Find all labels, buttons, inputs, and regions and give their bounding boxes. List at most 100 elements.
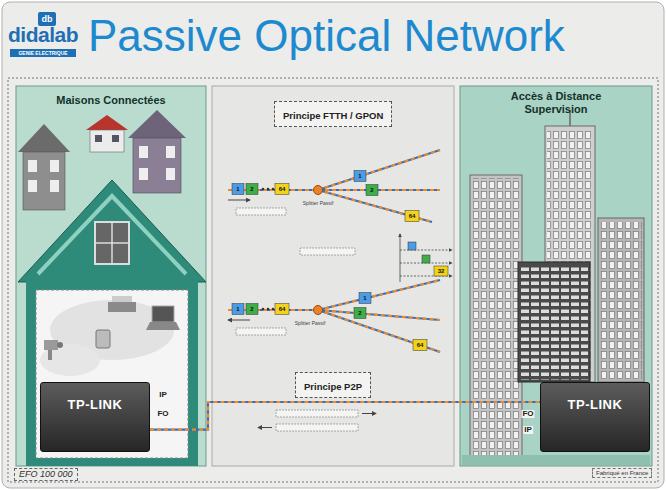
logo-tagline: GENIE ELECTRIQUE: [18, 51, 67, 56]
houses-illustration: [57, 342, 63, 348]
houses-illustration: [96, 330, 110, 348]
ftth-diagram: [246, 304, 258, 315]
ftth-diagram: [272, 188, 275, 191]
packet-number: 2: [370, 187, 373, 193]
media-converter: TP-LINK: [40, 382, 150, 452]
ftth-diagram: [272, 308, 275, 311]
ftth-diagram: [300, 248, 355, 255]
section-heading: Principe FTTH / GPON: [274, 101, 392, 127]
houses-illustration: [166, 146, 175, 158]
p2p-diagram: [276, 410, 358, 417]
houses-illustration: [139, 168, 148, 180]
ftth-diagram: [366, 185, 378, 196]
houses-illustration: [28, 160, 37, 172]
houses-illustration: [128, 110, 186, 138]
ftth-diagram: [275, 184, 289, 195]
ftth-diagram: [228, 280, 440, 352]
packet-number: 64: [417, 342, 424, 348]
ftth-diagram: [408, 242, 416, 250]
houses-illustration: [28, 180, 37, 192]
ftth-diagram: [434, 266, 448, 276]
packet-number: 64: [279, 186, 286, 192]
heading-text: Principe P2P: [304, 381, 362, 392]
packet-number: 64: [409, 213, 416, 219]
poster-ground: [16, 86, 206, 466]
ftth-diagram: [232, 184, 244, 195]
ftth-diagram: [267, 188, 270, 191]
packet-number: 2: [358, 310, 361, 316]
ftth-diagram: [228, 150, 452, 352]
poster-title: Passive Optical Network: [88, 14, 565, 58]
ftth-diagram: [267, 308, 270, 311]
buildings-illustration: [518, 262, 590, 382]
section-heading: Principe P2P: [295, 372, 371, 398]
ftth-diagram: [228, 320, 250, 321]
ftth-diagram: [314, 306, 323, 315]
ftth-diagram: [422, 255, 430, 263]
houses-illustration: [18, 110, 206, 466]
media-converter: TP-LINK: [540, 382, 650, 452]
buildings-illustration: [472, 178, 520, 458]
buildings-illustration: [520, 266, 588, 380]
origin-note: Fabriqué en France: [592, 468, 652, 478]
houses-illustration: [18, 180, 206, 282]
buildings-illustration: [462, 110, 650, 465]
houses-illustration: [38, 196, 186, 274]
p2p-diagram: [258, 410, 376, 431]
splitter-label: Splitter Passif: [294, 321, 327, 326]
port-label: IP: [523, 426, 533, 434]
heading-text: Principe FTTH / GPON: [283, 110, 383, 121]
buildings-illustration: [598, 218, 644, 382]
houses-illustration: [23, 152, 65, 210]
houses-illustration: [44, 340, 58, 350]
ftth-diagram: [236, 328, 286, 335]
houses-illustration: [26, 276, 198, 466]
poster-ground: [460, 86, 652, 466]
logo-mark: db: [42, 15, 53, 24]
poster-ground: [8, 78, 658, 482]
device-brand: TP-LINK: [568, 398, 623, 411]
houses-illustration: [133, 138, 181, 193]
device-brand: TP-LINK: [68, 398, 123, 411]
ftth-diagram: [354, 171, 366, 182]
houses-illustration: [139, 146, 148, 158]
houses-illustration: [166, 168, 175, 180]
house-panel: Maisons ConnectéesTP-LINK: [16, 86, 206, 466]
ftth-diagram: [228, 150, 440, 222]
houses-illustration: [152, 306, 174, 322]
port-label: FO: [521, 410, 534, 418]
buildings-illustration: [600, 222, 642, 380]
splitter-label: Splitter Passif: [302, 201, 335, 206]
houses-illustration: [36, 290, 188, 458]
poster-ground: [212, 86, 454, 466]
houses-illustration: [48, 350, 52, 360]
fiber-core: [150, 402, 540, 430]
ftth-diagram: [275, 304, 289, 315]
houses-illustration: [146, 322, 180, 330]
port-label: IP: [158, 391, 168, 399]
houses-illustration: [50, 160, 59, 172]
product-reference: EFO 100 000: [14, 468, 78, 481]
houses-illustration: [95, 222, 129, 264]
logo-mark: [10, 49, 76, 57]
ftth-diagram: [262, 308, 265, 311]
fiber-link: [150, 402, 540, 430]
supervision-panel: Accès à Distance SupervisionTP-LINK: [460, 86, 652, 466]
ftth-diagram: [228, 150, 440, 222]
houses-illustration: [86, 115, 128, 130]
houses-illustration: [95, 242, 129, 244]
slot-number: 32: [438, 268, 445, 274]
packet-number: 64: [279, 306, 286, 312]
ftth-diagram: [246, 184, 258, 195]
ftth-diagram: [262, 188, 265, 191]
ftth-diagram: [354, 308, 366, 319]
packet-number: 1: [363, 295, 366, 301]
houses-illustration: [112, 296, 132, 302]
p2p-diagram: [276, 424, 358, 431]
ftth-diagram: [405, 211, 419, 222]
buildings-illustration: [470, 175, 522, 460]
p2p-diagram: [258, 427, 272, 428]
panel-heading: Accès à Distance Supervision: [496, 90, 616, 116]
